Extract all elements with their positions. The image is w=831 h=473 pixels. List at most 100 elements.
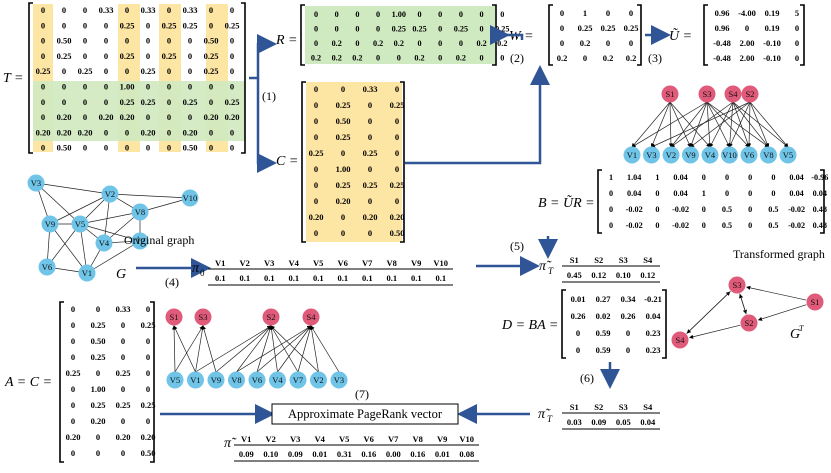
matrix-cell: 0 <box>83 20 87 30</box>
graph-node-label: S4 <box>307 312 317 322</box>
matrix-cell: 0 <box>438 25 442 34</box>
graph-node-label: V3 <box>31 178 41 188</box>
label-pi0-sub: 0 <box>200 268 205 278</box>
matrix-cell: 1.00 <box>392 10 406 19</box>
matrix-cell: 0 <box>125 143 129 153</box>
graph-node-label: S1 <box>170 312 179 322</box>
label-C: C = <box>276 154 298 169</box>
matrix-cell: 0 <box>96 432 100 442</box>
table-header: S1 <box>570 402 579 412</box>
matrix-cell: 0 <box>209 20 213 30</box>
graph-edge <box>650 101 751 148</box>
graph-node-label: S1 <box>666 89 675 99</box>
graph-node-label: S2 <box>267 312 276 322</box>
matrix-cell: 0 <box>104 36 108 46</box>
matrix-cell: 0 <box>104 97 108 107</box>
matrix-cell: 0.25 <box>162 20 177 30</box>
graph-node-label: V6 <box>744 150 754 160</box>
graph-edge <box>297 325 313 373</box>
matrix-cell: 0 <box>146 384 150 394</box>
graph-node-label: V5 <box>783 150 793 160</box>
table-cell: 0.12 <box>640 270 655 280</box>
graph-node <box>728 276 746 294</box>
matrix-cell: 0.25 <box>116 400 131 410</box>
matrix-cell: 0 <box>209 97 213 107</box>
table-header: V5 <box>339 434 349 444</box>
matrix-cell: 0 <box>702 221 706 230</box>
matrix-cell: 0 <box>609 205 613 214</box>
matrix-cell: 0 <box>83 51 87 61</box>
matrix-cell: 0.04 <box>646 311 662 321</box>
matrix-cell: 0.26 <box>621 311 636 321</box>
matrix-cell: 0 <box>62 66 66 76</box>
table-header: S2 <box>594 402 603 412</box>
step-3: (3) <box>648 51 662 65</box>
matrix-cell: 0.2 <box>580 38 591 48</box>
table-header: S3 <box>619 402 628 412</box>
graph-edge <box>732 101 769 148</box>
matrix-cell: -0.02 <box>788 221 805 230</box>
graph-node <box>760 146 777 164</box>
graph-edge <box>86 240 141 274</box>
matrix-cell: 0 <box>146 368 150 378</box>
matrix-cell: 0.25 <box>225 20 240 30</box>
matrix-cell: -0.10 <box>763 53 781 63</box>
matrix-cell: 0.04 <box>789 173 803 182</box>
label-R: R = <box>275 33 298 48</box>
graph-edge <box>729 101 751 148</box>
matrix-cell: 0 <box>438 39 442 48</box>
matrix-cell: 0 <box>395 84 399 94</box>
label-B: B = ŨR = <box>538 194 595 211</box>
graph-node <box>165 308 183 326</box>
matrix-cell: 0 <box>121 384 125 394</box>
label-pi0: π <box>192 261 200 276</box>
graph-edge <box>195 325 205 373</box>
matrix-cell: 0 <box>438 10 442 19</box>
table-cell: 0.16 <box>410 449 425 459</box>
graph-node-label: V10 <box>183 193 198 203</box>
table-cell: 0.16 <box>361 449 376 459</box>
graph-node <box>187 371 204 389</box>
table-cell: 0.01 <box>312 449 327 459</box>
matrix-cell: 0 <box>71 352 75 362</box>
matrix-cell: 0.25 <box>162 51 177 61</box>
graph-edge <box>686 290 731 334</box>
matrix-cell: 0 <box>167 66 171 76</box>
matrix-cell: 1 <box>702 189 706 198</box>
matrix-cell: 0 <box>167 82 171 92</box>
matrix-cell: 0.20 <box>120 112 135 122</box>
matrix-cell: 0 <box>83 112 87 122</box>
matrix-cell: 0.25 <box>141 97 156 107</box>
graph-node-label: S4 <box>676 335 686 345</box>
matrix-cell: 0.25 <box>183 20 198 30</box>
step-6: (6) <box>580 371 594 385</box>
matrix-cell: 0 <box>395 116 399 126</box>
matrix-cell: 0.48 <box>813 205 827 214</box>
matrix-cell: 0 <box>188 82 192 92</box>
step-1: (1) <box>262 89 276 103</box>
matrix-cell: -0.21 <box>644 294 662 304</box>
graph-node-label: V6 <box>252 375 262 385</box>
graph-node-label: V4 <box>99 238 110 248</box>
matrix-cell: 0 <box>576 345 580 355</box>
graph-edge <box>171 325 177 373</box>
matrix-cell: 0.33 <box>141 5 156 15</box>
matrix-cell: 0 <box>745 23 749 33</box>
table-cell: 0.05 <box>616 417 631 427</box>
table-cell: 0.00 <box>386 449 401 459</box>
matrix-cell: 0.25 <box>183 97 198 107</box>
matrix-cell: 0.20 <box>57 112 72 122</box>
graph-node <box>643 146 660 164</box>
matrix-cell: 0.2 <box>476 39 486 48</box>
matrix-cell: 0 <box>748 189 752 198</box>
matrix-cell: 0 <box>314 25 318 34</box>
table-header: V3 <box>290 434 300 444</box>
table-header: V6 <box>364 434 374 444</box>
graph-edge <box>256 325 272 373</box>
matrix-cell: 0.5 <box>768 221 778 230</box>
graph-edge <box>650 101 671 148</box>
